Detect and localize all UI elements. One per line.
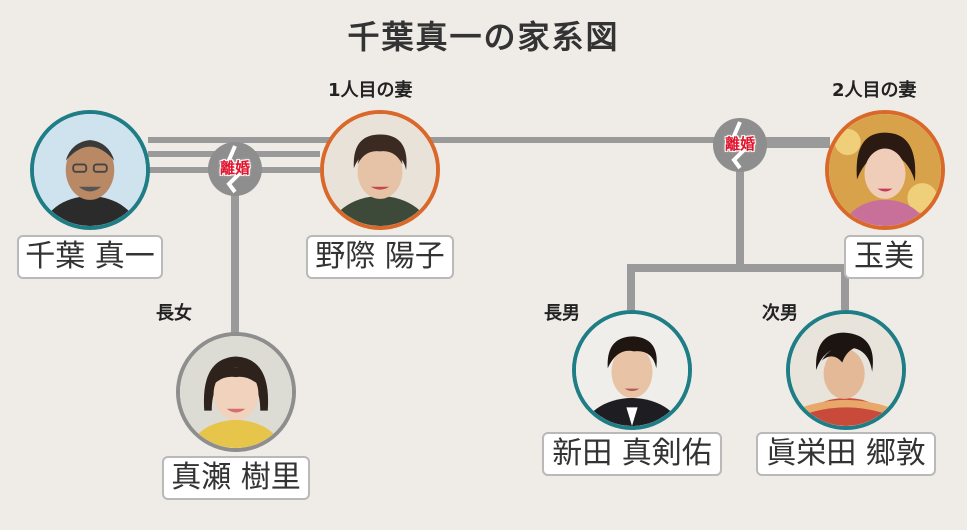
relation-label-tamami: 2人目の妻	[832, 80, 917, 101]
person-photo-icon	[790, 314, 902, 426]
name-box-chiba: 千葉 真一	[17, 235, 163, 279]
divorce-label: 離婚	[219, 159, 250, 177]
divorce-marker-1: 離婚	[208, 142, 262, 196]
name-box-maeda: 眞栄田 郷敦	[756, 432, 936, 476]
person-photo-icon	[34, 114, 146, 226]
portrait-chiba	[30, 110, 150, 230]
portrait-maeda	[786, 310, 906, 430]
relation-label-arata: 長男	[544, 303, 580, 324]
person-photo-icon	[180, 336, 292, 448]
name-box-mase: 真瀬 樹里	[162, 456, 310, 500]
relation-label-maeda: 次男	[762, 303, 798, 324]
divorce-label: 離婚	[724, 135, 755, 153]
person-photo-icon	[576, 314, 688, 426]
divorce-break-icon	[731, 121, 749, 170]
relation-label-mase: 長女	[156, 303, 192, 324]
person-photo-icon	[324, 114, 436, 226]
name-box-tamami: 玉美	[844, 235, 924, 279]
divorce-marker-2: 離婚	[713, 118, 767, 172]
relation-label-noiwa: 1人目の妻	[328, 80, 413, 101]
name-box-noiwa: 野際 陽子	[306, 235, 454, 279]
person-photo-icon	[829, 114, 941, 226]
portrait-noiwa	[320, 110, 440, 230]
portrait-arata	[572, 310, 692, 430]
portrait-mase	[176, 332, 296, 452]
name-box-arata: 新田 真剣佑	[542, 432, 722, 476]
divorce-break-icon	[226, 145, 244, 194]
portrait-tamami	[825, 110, 945, 230]
diagram-title: 千葉真一の家系図	[347, 18, 620, 56]
